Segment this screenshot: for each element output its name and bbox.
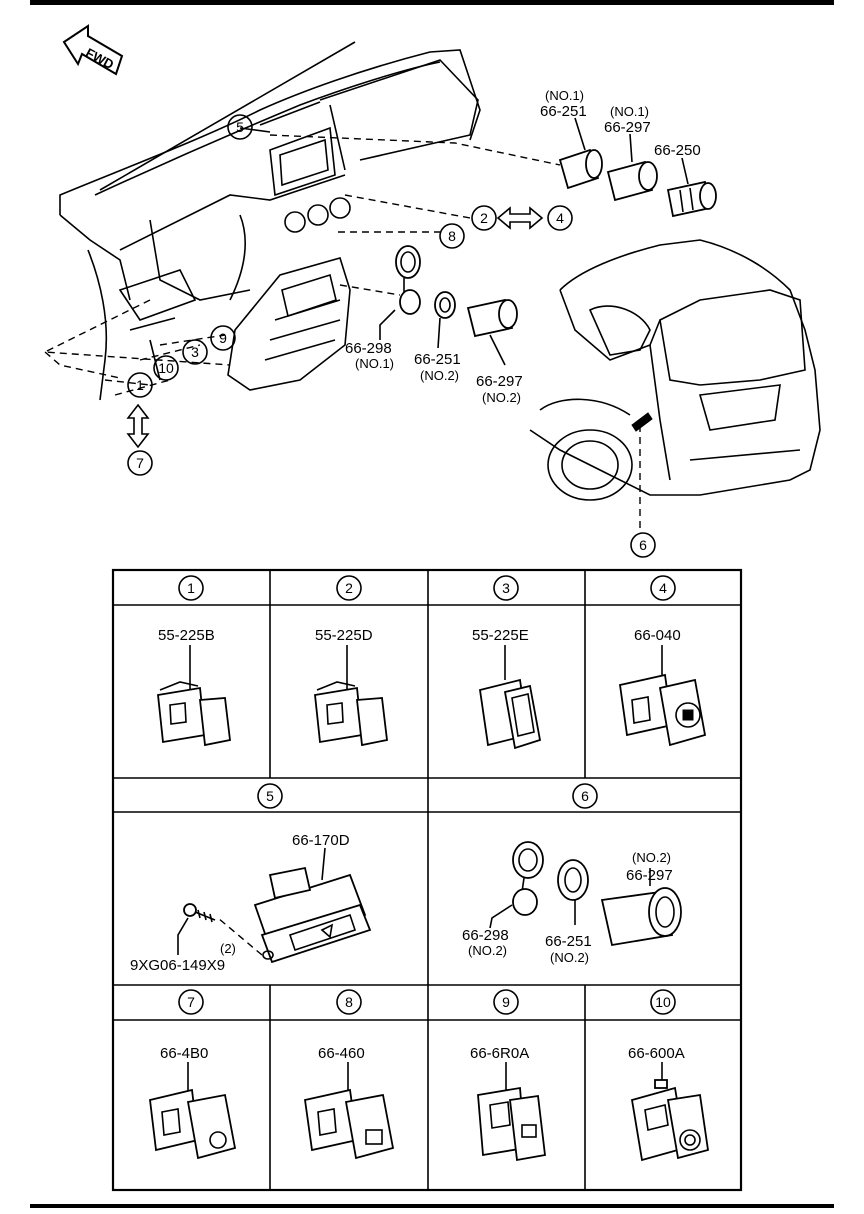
callout-6: 6	[630, 532, 656, 558]
part-66-298-no1	[395, 245, 421, 315]
svg-text:8: 8	[448, 228, 456, 244]
part-label-66-460: 66-460	[318, 1045, 365, 1062]
part-label-55-225B: 55-225B	[158, 627, 215, 644]
label-66-297-no2: 66-297	[476, 373, 523, 390]
callout-7: 7	[127, 450, 153, 476]
label-66-297-no1-tag: (NO.1)	[610, 104, 649, 119]
label-66-297-no1: 66-297	[604, 119, 651, 136]
svg-text:6: 6	[581, 788, 589, 804]
part-66-251-no1	[558, 148, 603, 190]
svg-text:9: 9	[502, 994, 510, 1010]
part-66-251-no2-detail	[557, 859, 589, 901]
svg-text:7: 7	[187, 994, 195, 1010]
interchange-arrow-icon	[496, 206, 544, 230]
part-label-55-225D: 55-225D	[315, 627, 373, 644]
label-66-298-no1: 66-298	[345, 340, 392, 357]
switch-66-040	[618, 645, 707, 747]
svg-text:3: 3	[191, 344, 199, 360]
part-66-298-no2	[512, 841, 544, 916]
svg-text:6: 6	[639, 537, 647, 553]
callout-2: 2	[471, 205, 497, 231]
cell-4-header: 4	[650, 575, 676, 601]
svg-text:1: 1	[136, 377, 144, 393]
screw-qty: (2)	[220, 941, 236, 956]
vehicle-rear-illustration	[529, 239, 821, 501]
switch-66-4B0	[149, 1062, 237, 1160]
callout-1: 1	[127, 372, 153, 398]
part-label-66-298-no2: 66-298	[462, 927, 509, 944]
cell-6-header: 6	[572, 783, 598, 809]
leader-lines	[42, 127, 641, 956]
screw-9XG06-149X9	[183, 903, 216, 923]
part-label-66-600A: 66-600A	[628, 1045, 685, 1062]
svg-text:7: 7	[136, 455, 144, 471]
cell-8-header: 8	[336, 989, 362, 1015]
label-66-250: 66-250	[654, 142, 701, 159]
bottom-rule	[30, 1204, 834, 1208]
label-66-251-no1-tag: (NO.1)	[545, 88, 584, 103]
top-rule	[30, 0, 834, 5]
switch-66-170D	[253, 866, 372, 964]
cell-10-header: 10	[650, 989, 676, 1015]
callout-4: 4	[547, 205, 573, 231]
cell-2-header: 2	[336, 575, 362, 601]
part-label-66-251-no2-detail: 66-251	[545, 933, 592, 950]
part-label-66-6R0A: 66-6R0A	[470, 1045, 529, 1062]
callout-3: 3	[182, 339, 208, 365]
switch-66-600A	[630, 1062, 710, 1162]
cell-1-header: 1	[178, 575, 204, 601]
part-label-66-297-no2-detail: 66-297	[626, 867, 673, 884]
callout-9: 9	[210, 325, 236, 351]
label-66-251-no2-tag: (NO.2)	[420, 368, 459, 383]
part-label-66-170D: 66-170D	[292, 832, 350, 849]
part-66-251-no2	[434, 291, 456, 319]
svg-text:2: 2	[480, 210, 488, 226]
callout-5: 5	[227, 114, 253, 140]
svg-text:10: 10	[158, 360, 174, 376]
switch-55-225E	[478, 645, 542, 750]
callout-8: 8	[439, 223, 465, 249]
svg-text:5: 5	[236, 119, 244, 135]
callout-10: 10	[153, 355, 179, 381]
part-label-66-297-no2-detail-tag: (NO.2)	[632, 850, 671, 865]
part-66-297-no2-detail	[600, 887, 682, 947]
svg-text:10: 10	[655, 994, 671, 1010]
part-66-297-no1	[606, 160, 658, 202]
part-label-66-298-no2-tag: (NO.2)	[468, 943, 507, 958]
svg-text:5: 5	[266, 788, 274, 804]
fwd-arrow-icon: FWD	[62, 24, 124, 76]
svg-text:9: 9	[219, 330, 227, 346]
svg-text:2: 2	[345, 580, 353, 596]
switch-66-6R0A	[477, 1062, 546, 1162]
part-label-55-225E: 55-225E	[472, 627, 529, 644]
interchange-arrow-vertical-icon	[126, 403, 150, 449]
svg-text:3: 3	[502, 580, 510, 596]
switch-66-460	[303, 1062, 395, 1160]
part-66-297-no2	[466, 298, 518, 338]
dashboard-illustration	[59, 41, 481, 401]
svg-text:1: 1	[187, 580, 195, 596]
svg-text:4: 4	[659, 580, 667, 596]
svg-text:4: 4	[556, 210, 564, 226]
part-label-66-040: 66-040	[634, 627, 681, 644]
part-label-9XG06-149X9: 9XG06-149X9	[130, 957, 225, 974]
parts-table	[111, 568, 743, 1192]
label-66-251-no2: 66-251	[414, 351, 461, 368]
cell-3-header: 3	[493, 575, 519, 601]
label-66-297-no2-tag: (NO.2)	[482, 390, 521, 405]
label-66-298-no1-tag: (NO.1)	[355, 356, 394, 371]
cell-7-header: 7	[178, 989, 204, 1015]
cell-5-header: 5	[257, 783, 283, 809]
switch-55-225D	[314, 645, 388, 747]
switch-55-225B	[157, 645, 231, 747]
cell-9-header: 9	[493, 989, 519, 1015]
svg-text:8: 8	[345, 994, 353, 1010]
part-label-66-4B0: 66-4B0	[160, 1045, 208, 1062]
part-label-66-251-no2-detail-tag: (NO.2)	[550, 950, 589, 965]
label-66-251-no1: 66-251	[540, 103, 587, 120]
part-66-250	[666, 180, 717, 218]
